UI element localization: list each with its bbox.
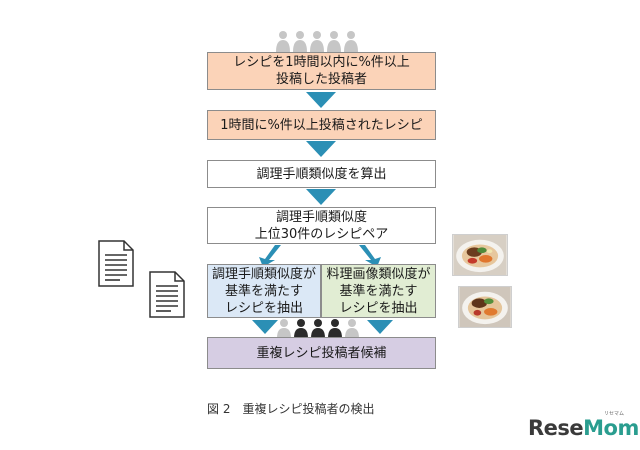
step-4-line-1: 調理手順類似度 xyxy=(275,209,367,225)
step-1-box: レシピを1時間以内に%件以上 投稿した投稿者 xyxy=(207,52,436,90)
people-icon xyxy=(277,319,359,338)
step-6-box: 重複レシピ投稿者候補 xyxy=(207,337,436,369)
down-arrow-icon xyxy=(306,92,336,108)
logo-ruby: リセマム xyxy=(604,411,625,417)
step-5-right-line-2: 基準を満たす xyxy=(339,283,418,299)
step-5-right-line-3: レシピを抽出 xyxy=(339,300,418,316)
step-2-box: 1時間に%件以上投稿されたレシピ xyxy=(207,110,436,140)
step-3-text: 調理手順類似度を算出 xyxy=(256,166,387,182)
step-5-left-line-3: レシピを抽出 xyxy=(224,300,303,316)
step-5-right-line-1: 料理画像類似度が xyxy=(326,266,431,282)
food-photo-icon xyxy=(458,286,512,328)
document-icon xyxy=(98,240,134,287)
step-2-text: 1時間に%件以上投稿されたレシピ xyxy=(220,117,423,133)
step-6-text: 重複レシピ投稿者候補 xyxy=(256,345,387,361)
step-3-box: 調理手順類似度を算出 xyxy=(207,160,436,188)
figure-caption: 図 2 重複レシピ投稿者の検出 xyxy=(207,402,375,416)
down-arrow-icon xyxy=(306,141,336,157)
resemom-logo: ReseMom xyxy=(528,416,639,440)
down-arrow-icon xyxy=(367,320,393,334)
step-5-left-line-2: 基準を満たす xyxy=(224,283,303,299)
split-arrows-icon xyxy=(259,245,381,267)
step-5-right-box: 料理画像類似度が 基準を満たす レシピを抽出 xyxy=(321,264,436,318)
down-arrow-icon xyxy=(306,189,336,205)
step-5-left-line-1: 調理手順類似度が xyxy=(211,266,316,282)
down-arrow-icon xyxy=(252,320,278,334)
step-5-left-box: 調理手順類似度が 基準を満たす レシピを抽出 xyxy=(207,264,321,318)
people-icon xyxy=(276,31,358,52)
step-4-box: 調理手順類似度 上位30件のレシピペア xyxy=(207,207,436,244)
step-1-line-2: 投稿した投稿者 xyxy=(275,72,367,87)
logo-accent: Mom xyxy=(583,416,639,440)
logo-prefix: Rese xyxy=(528,416,584,440)
food-photo-icon xyxy=(452,234,508,276)
step-4-line-2: 上位30件のレシピペア xyxy=(254,226,389,242)
step-1-line-1: レシピを1時間以内に%件以上 xyxy=(233,55,410,70)
document-icon xyxy=(149,271,185,318)
